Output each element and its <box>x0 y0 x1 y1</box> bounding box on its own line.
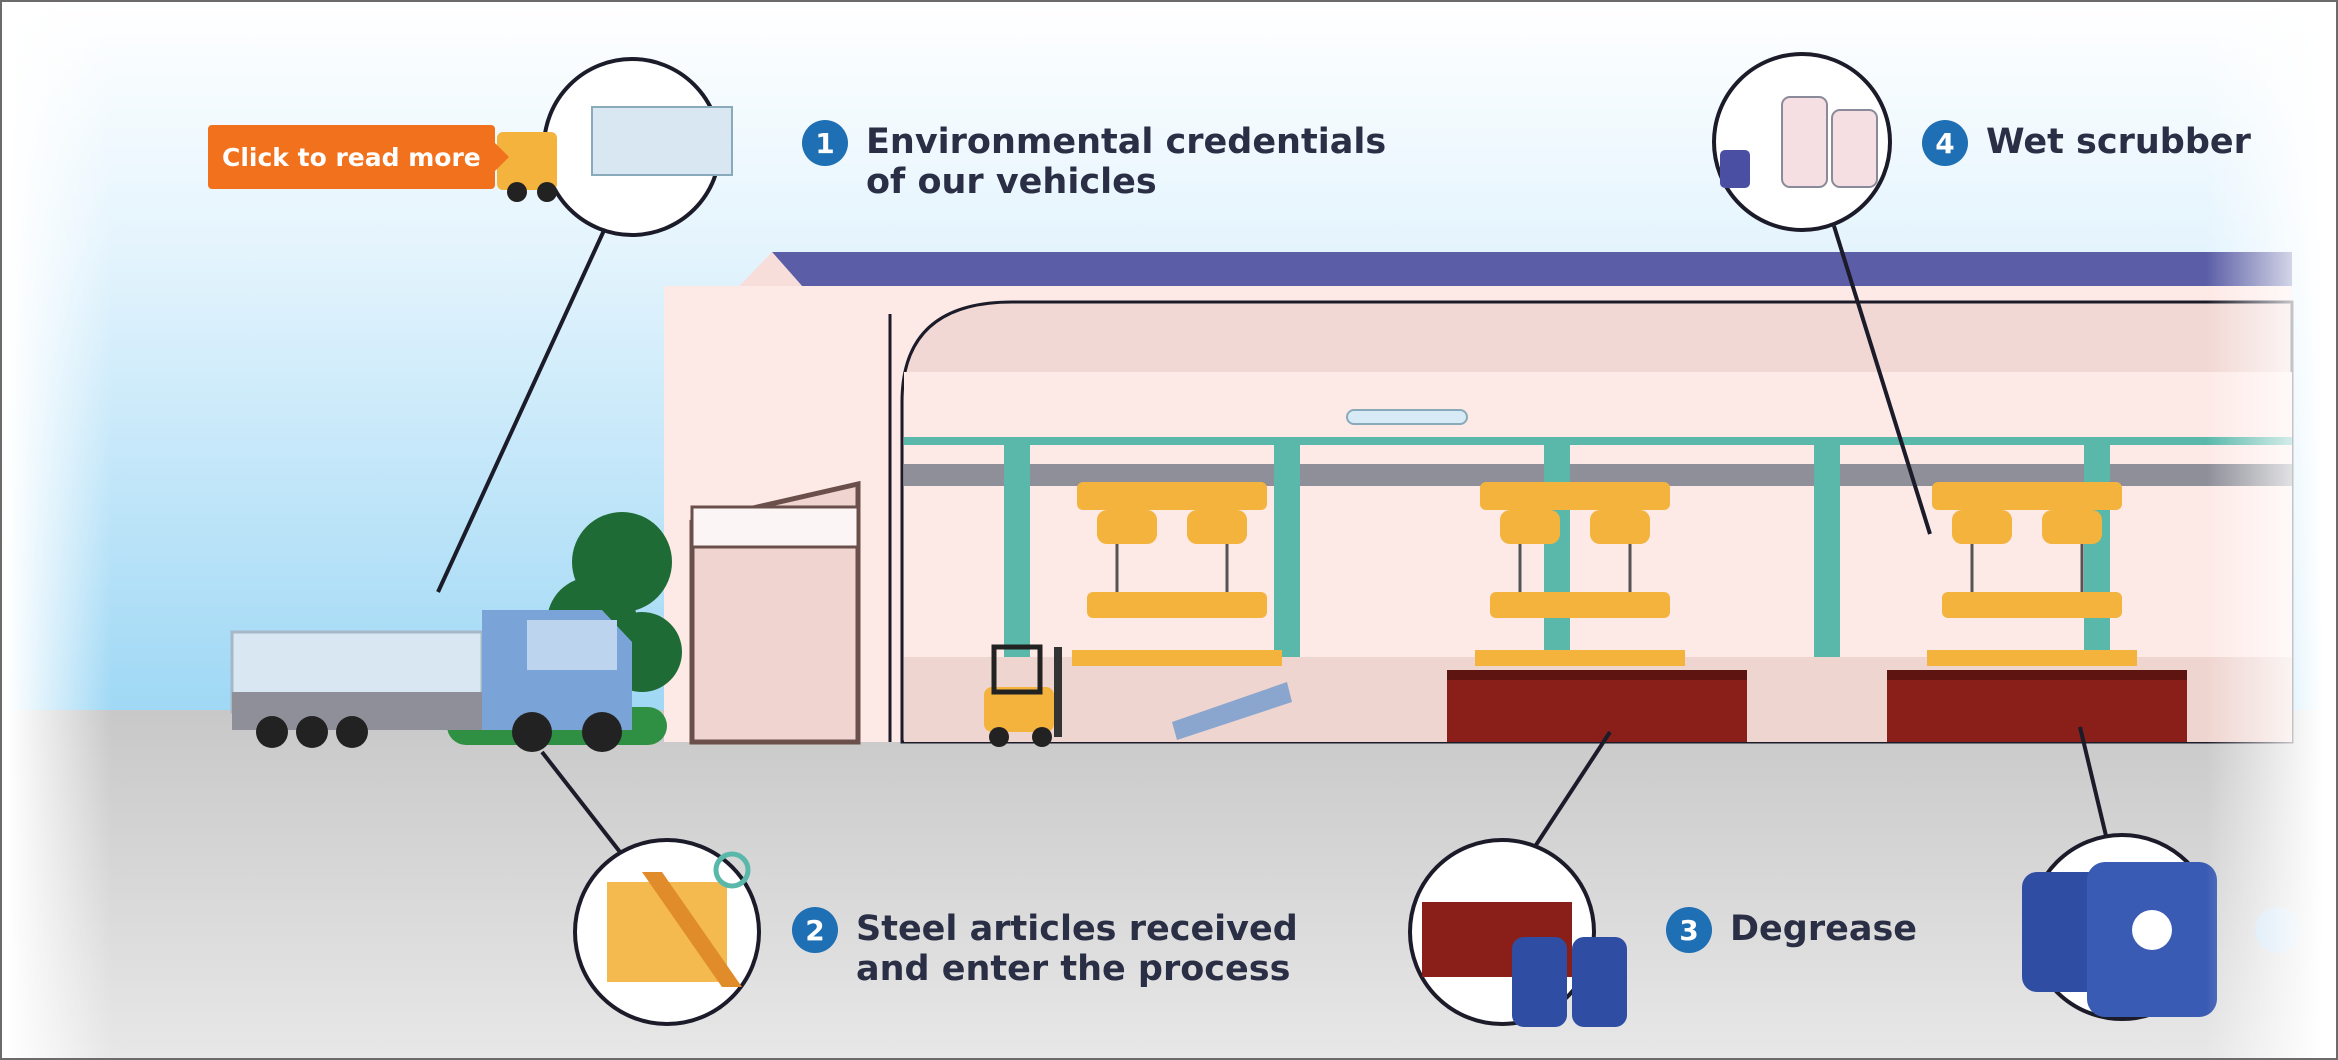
left-fade <box>2 2 112 1058</box>
step-1-title: Environmental credentials of our vehicle… <box>866 122 1386 202</box>
steel-bundle-icon[interactable] <box>573 838 761 1026</box>
scrubber-tanks-icon[interactable] <box>1712 52 1892 232</box>
step-2-number-badge: 2 <box>792 907 838 953</box>
step-1-label[interactable]: 1 Environmental credentials of our vehic… <box>802 120 1386 202</box>
degrease-tank-icon[interactable] <box>1408 838 1627 1027</box>
step-4-title: Wet scrubber <box>1986 122 2251 162</box>
gantry-cranes <box>1072 482 2137 666</box>
step-1-line-2: of our vehicles <box>866 162 1157 202</box>
step-4-label[interactable]: 4 Wet scrubber <box>1922 120 2251 166</box>
step-1-number-badge: 1 <box>802 120 848 166</box>
forklift-truck-icon[interactable] <box>497 57 733 237</box>
step-3-number-badge: 3 <box>1666 907 1712 953</box>
step-2-line-1: Steel articles received <box>856 909 1298 949</box>
step-3-line-1: Degrease <box>1730 909 1918 949</box>
step-4-line-1: Wet scrubber <box>1986 122 2251 162</box>
step-3-label[interactable]: 3 Degrease <box>1666 907 1917 953</box>
lorry <box>230 610 632 752</box>
right-fade <box>2206 2 2336 1058</box>
ground <box>2 710 2336 1058</box>
forklift <box>984 644 1062 747</box>
step-1-line-1: Environmental credentials <box>866 122 1387 162</box>
step-2-title: Steel articles received and enter the pr… <box>856 909 1298 989</box>
step-3-title: Degrease <box>1730 909 1917 949</box>
read-more-button[interactable]: Click to read more <box>208 125 509 189</box>
ladder <box>1172 682 1292 740</box>
step-4-number-badge: 4 <box>1922 120 1968 166</box>
connector-lines <box>436 225 2109 854</box>
step-2-line-2: and enter the process <box>856 949 1291 989</box>
step-2-label[interactable]: 2 Steel articles received and enter the … <box>792 907 1298 989</box>
treatment-tanks <box>1447 670 2187 742</box>
